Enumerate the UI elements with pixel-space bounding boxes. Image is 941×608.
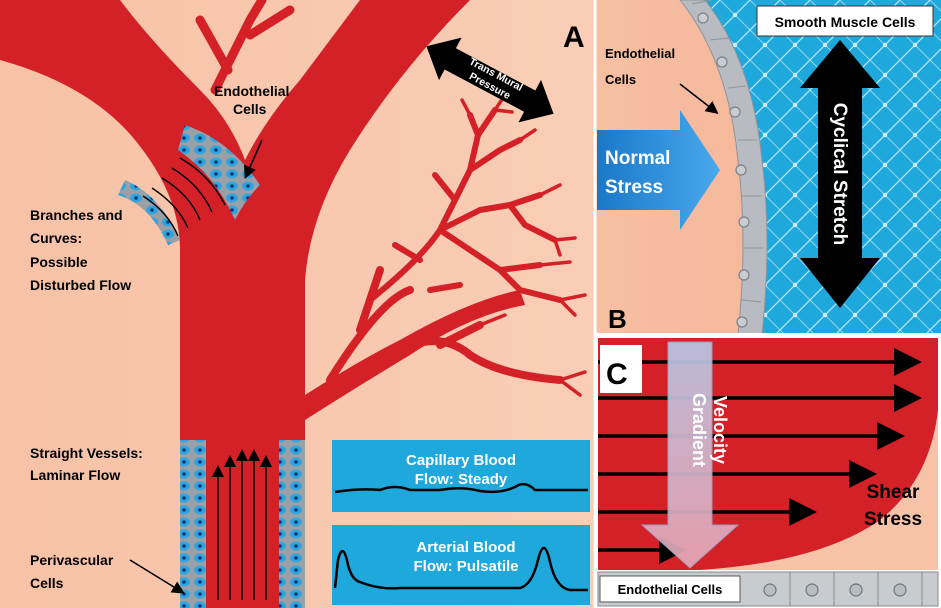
capillary-line-2: Flow: Steady <box>415 471 508 488</box>
smooth-muscle-label: Smooth Muscle Cells <box>775 14 916 30</box>
perivascular-line-1: Perivascular <box>30 552 114 568</box>
straight-vessels-line-2: Laminar Flow <box>30 467 120 483</box>
velocity-label: Velocity <box>710 396 730 464</box>
branches-label-line-1: Branches and <box>30 207 123 223</box>
normal-stress-line-2: Stress <box>605 177 663 198</box>
capillary-line-1: Capillary Blood <box>406 452 516 469</box>
straight-vessels-line-1: Straight Vessels: <box>30 445 143 461</box>
panel-b-endothelial-line-2: Cells <box>605 72 636 87</box>
panel-c-endothelial-label: Endothelial Cells <box>618 582 723 597</box>
shear-stress-line-2: Stress <box>864 509 922 530</box>
panel-c <box>595 335 941 608</box>
arterial-line-1: Arterial Blood <box>416 539 515 556</box>
branches-label-line-2: Curves: <box>30 230 82 246</box>
cyclical-stretch-label: Cyclical Stretch <box>829 103 850 246</box>
arterial-line-2: Flow: Pulsatile <box>413 558 518 575</box>
panel-c-letter: C <box>606 358 628 391</box>
straight-wall-right <box>279 440 305 608</box>
shear-stress-line-1: Shear <box>867 482 920 503</box>
branches-label-line-3: Possible <box>30 254 88 270</box>
panel-a-letter: A <box>563 21 585 54</box>
branches-label-line-4: Disturbed Flow <box>30 277 131 293</box>
perivascular-line-2: Cells <box>30 575 64 591</box>
panel-b-letter: B <box>608 304 627 334</box>
normal-stress-line-1: Normal <box>605 148 670 169</box>
endothelial-label-line-2: Cells <box>233 101 267 117</box>
endothelial-label-line-1: Endothelial <box>214 83 289 99</box>
panel-b-endothelial-line-1: Endothelial <box>605 46 675 61</box>
straight-wall-left <box>180 440 206 608</box>
gradient-label: Gradient <box>689 393 709 467</box>
